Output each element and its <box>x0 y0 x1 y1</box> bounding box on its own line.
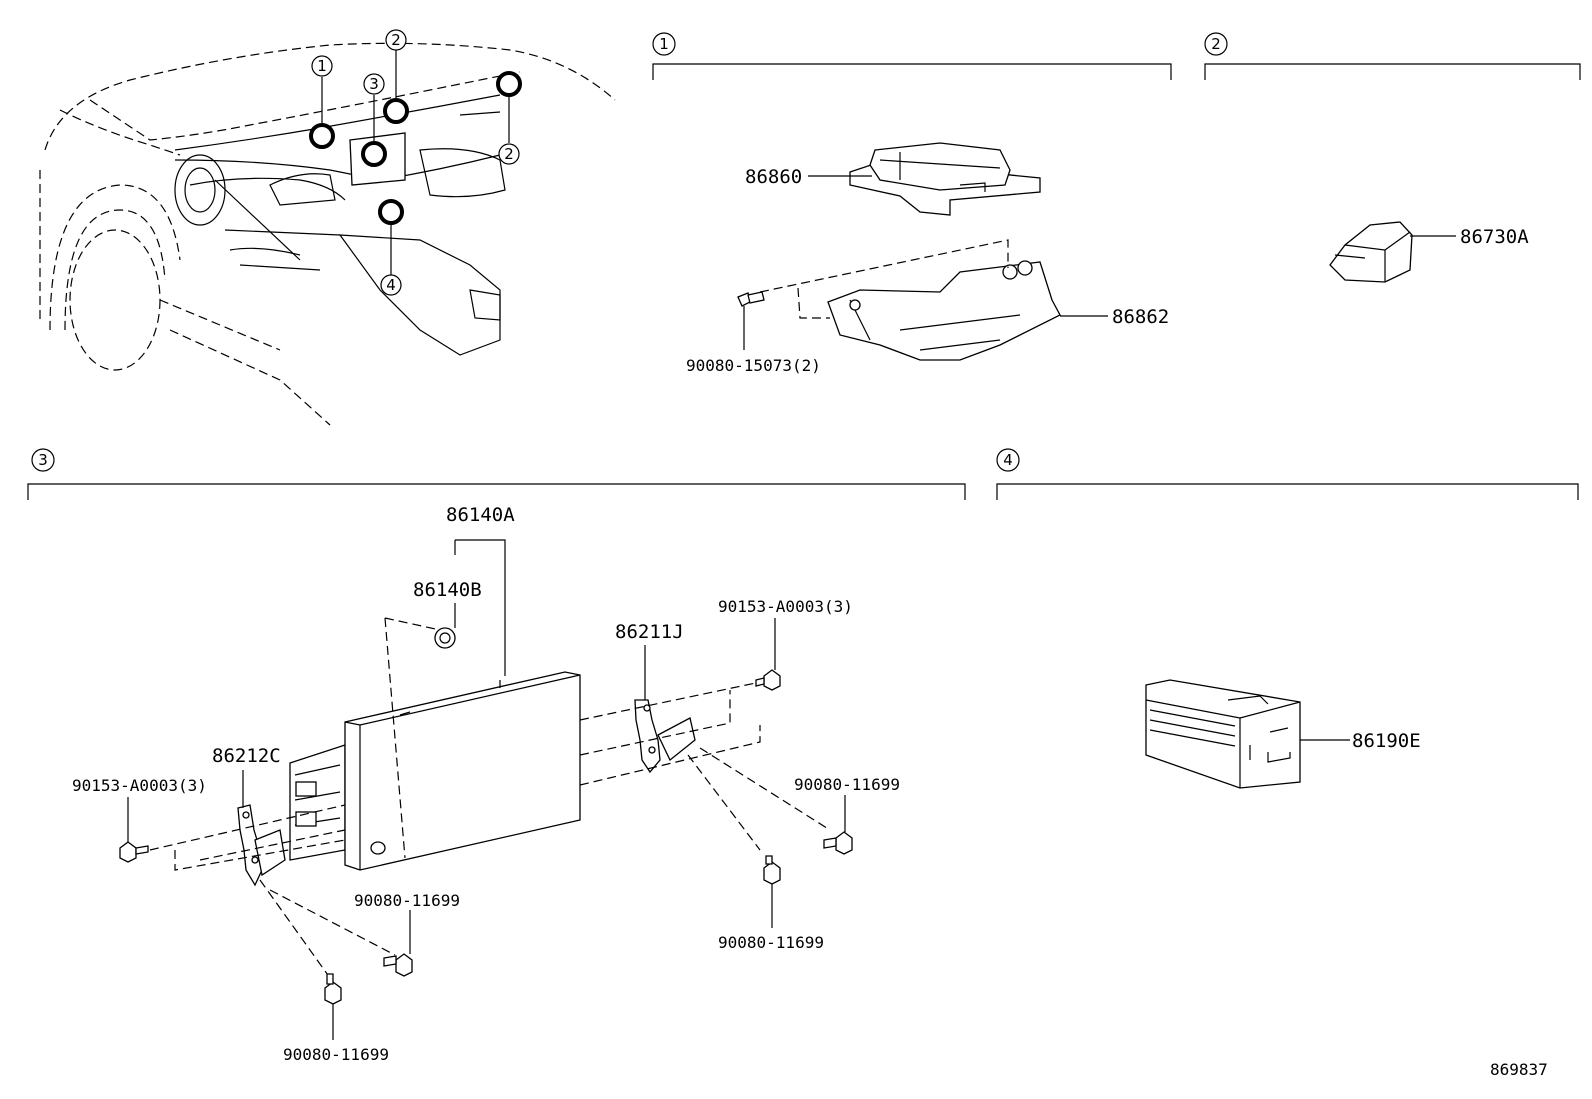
part-label-90080-11699-c: 90080-11699 <box>354 891 460 910</box>
part-label-90080-11699-d: 90080-11699 <box>283 1045 389 1064</box>
part-86140A-graphic <box>289 671 581 871</box>
part-86211J-graphic <box>634 699 696 774</box>
part-label-86140B: 86140B <box>413 579 482 601</box>
screw-icon <box>119 841 149 863</box>
part-label-86212C: 86212C <box>212 745 281 767</box>
part-label-90080-11699-a: 90080-11699 <box>794 775 900 794</box>
part-label-90153-left: 90153-A0003(3) <box>72 776 207 795</box>
part-86140B-graphic <box>434 627 456 649</box>
overview-callout: 3 <box>369 75 379 93</box>
section-2: 2 86730A <box>1204 32 1581 283</box>
section-number: 1 <box>659 35 669 53</box>
diagram-id: 869837 <box>1490 1060 1548 1079</box>
bolt-icon <box>763 855 781 885</box>
part-label-86730A: 86730A <box>1460 226 1529 248</box>
part-86190E-graphic <box>1145 679 1301 789</box>
part-86212C-graphic <box>237 804 286 887</box>
section-number: 3 <box>38 451 48 469</box>
overview-callout: 4 <box>386 276 396 294</box>
part-label-90080-15073: 90080-15073(2) <box>686 356 821 375</box>
part-86730A-graphic <box>1329 221 1413 283</box>
part-label-86860: 86860 <box>745 166 802 188</box>
part-label-90153-right: 90153-A0003(3) <box>718 597 853 616</box>
overview-callout: 1 <box>317 57 327 75</box>
bolt-icon <box>324 973 342 1005</box>
section-4: 4 86190E <box>996 448 1579 789</box>
screw-icon <box>755 669 781 691</box>
section-number: 4 <box>1003 451 1013 469</box>
section-number: 2 <box>1211 35 1221 53</box>
vehicle-interior-overview: 1 2 3 2 4 <box>39 29 616 426</box>
part-label-86211J: 86211J <box>615 621 684 643</box>
part-86862-graphic <box>827 260 1061 361</box>
part-label-90080-11699-b: 90080-11699 <box>718 933 824 952</box>
bolt-icon <box>737 291 765 307</box>
bolt-icon <box>823 831 853 855</box>
part-label-86190E: 86190E <box>1352 730 1421 752</box>
section-1: 1 86860 86862 <box>652 32 1172 375</box>
part-label-86140A: 86140A <box>446 504 515 526</box>
part-label-86862: 86862 <box>1112 306 1169 328</box>
bolt-icon <box>383 953 413 977</box>
part-86860-graphic <box>849 142 1041 216</box>
overview-callout: 2 <box>504 145 514 163</box>
overview-callout: 2 <box>391 31 401 49</box>
section-3: 3 86140B 86140A <box>27 448 966 1064</box>
